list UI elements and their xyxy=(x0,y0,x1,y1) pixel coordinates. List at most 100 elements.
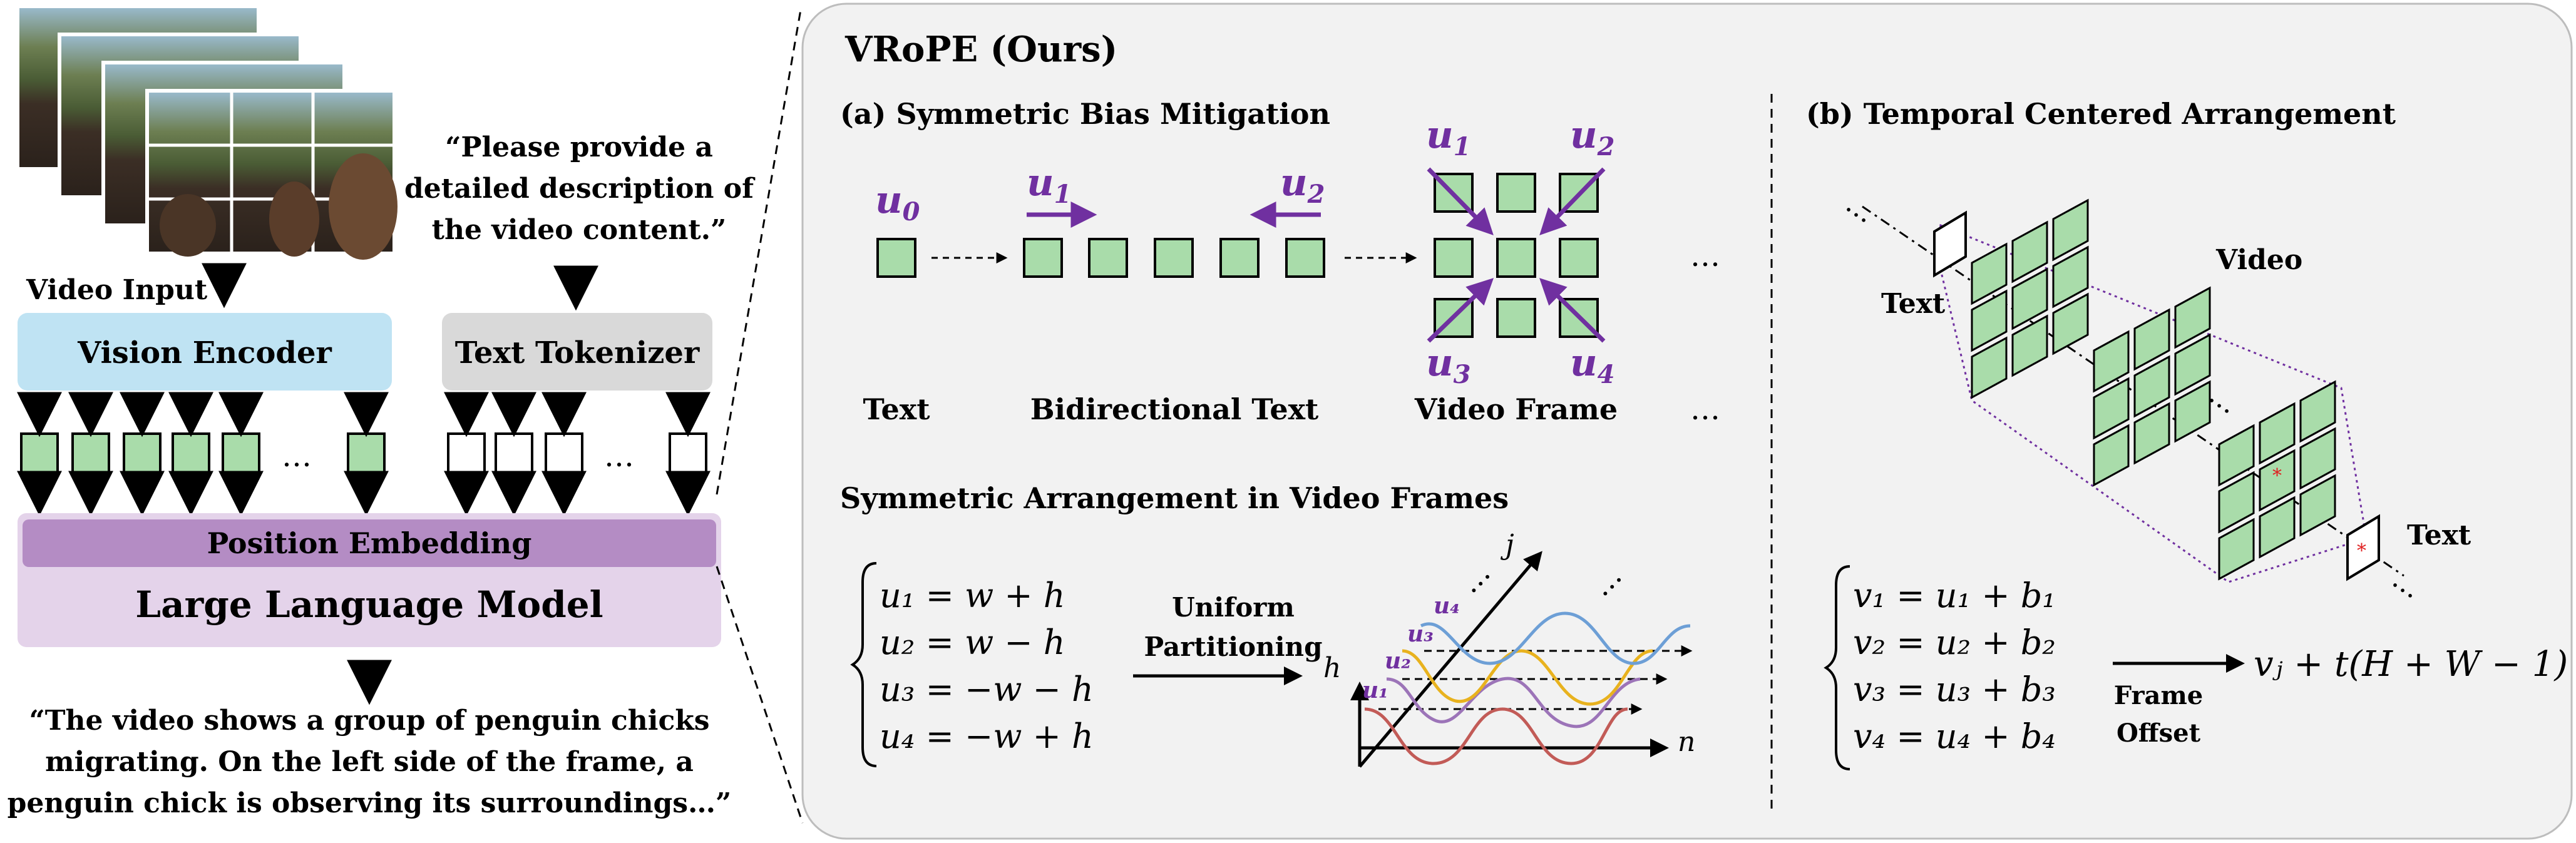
position-embedding-label: Position Embedding xyxy=(207,526,532,560)
right-brace xyxy=(1824,565,1850,770)
u-labels: u0 u1 u2 u1 u2 u3 u4 xyxy=(875,113,1614,389)
frame-offset-label: Frame Offset xyxy=(2114,681,2203,748)
j-axis xyxy=(1358,551,1542,768)
axis-h-label: h xyxy=(1323,652,1341,684)
frame-grid-3 xyxy=(2218,380,2336,581)
position-embedding-box xyxy=(23,519,716,567)
svg-text:u1: u1 xyxy=(1027,161,1071,209)
svg-text:Partitioning: Partitioning xyxy=(1144,631,1323,662)
v-equation: v₂ = u₂ + b₂ xyxy=(1853,623,2056,662)
visual-ellipsis: … xyxy=(282,439,312,474)
token-row: … … xyxy=(17,392,711,516)
label-video-frame: Video Frame xyxy=(1414,392,1618,426)
wave-red xyxy=(1364,707,1628,765)
frame-token xyxy=(1559,238,1599,278)
ellipsis: … xyxy=(1690,392,1720,427)
label-text: Text xyxy=(863,392,931,426)
answer-line: penguin chick is observing its surroundi… xyxy=(8,787,732,819)
visual-token xyxy=(222,432,260,476)
panel-b-title: (b) Temporal Centered Arrangement xyxy=(1806,97,2396,131)
question-line: “Please provide a xyxy=(445,131,713,163)
frame-token xyxy=(1496,298,1536,338)
plot-u-label: u₄ xyxy=(1434,593,1460,619)
u-equation: u₂ = w − h xyxy=(880,623,1065,662)
v-equation: v₃ = u₃ + b₃ xyxy=(1853,670,2056,709)
svg-text:u2: u2 xyxy=(1570,113,1614,161)
uniform-partitioning-label: Uniform Partitioning xyxy=(1144,592,1323,662)
bidirectional-token xyxy=(1154,238,1194,278)
svg-text:*: * xyxy=(2357,540,2366,562)
bidirectional-token xyxy=(1023,238,1063,278)
text-ellipsis: … xyxy=(604,439,634,474)
panel-a-tokens xyxy=(876,173,1599,338)
frame-token xyxy=(1496,173,1536,213)
question-text: “Please provide a detailed description o… xyxy=(404,131,756,246)
frame-grid-2 xyxy=(2093,286,2211,487)
u-equation: u₁ = w + h xyxy=(880,576,1065,615)
temporal-diagram: … … Text Video … * xyxy=(1840,188,2471,605)
visual-token xyxy=(71,432,110,476)
u-equation: u₃ = −w − h xyxy=(880,670,1094,709)
svg-text:u2: u2 xyxy=(1280,161,1325,209)
text-token xyxy=(447,432,486,476)
center-marker: * xyxy=(2272,465,2282,487)
u-equations: u₁ = w + h u₂ = w − h u₃ = −w − h u₄ = −… xyxy=(880,576,1094,756)
symmetric-title: Symmetric Arrangement in Video Frames xyxy=(840,481,1509,515)
u-equation: u₄ = −w + h xyxy=(880,717,1094,756)
label-bidirectional: Bidirectional Text xyxy=(1030,392,1319,426)
video-label: Video xyxy=(2215,244,2302,276)
visual-token xyxy=(123,432,162,476)
text-square-top xyxy=(1933,210,1967,278)
text-square-bottom: * xyxy=(2346,514,2380,581)
text-label-top: Text xyxy=(1881,288,1946,320)
text-token xyxy=(545,432,583,476)
plot-u-label: u₂ xyxy=(1385,648,1411,674)
svg-text:u1: u1 xyxy=(1426,113,1470,161)
v-equations: v₁ = u₁ + b₁ v₂ = u₂ + b₂ v₃ = u₃ + b₃ v… xyxy=(1853,576,2056,756)
plot-u-label: u₃ xyxy=(1407,621,1434,647)
visual-token xyxy=(347,432,386,476)
bidirectional-token xyxy=(1219,238,1260,278)
text-tokenizer-box xyxy=(442,313,712,391)
bidirectional-token xyxy=(1285,238,1325,278)
text-label-bottom: Text xyxy=(2407,519,2471,551)
video-input-label: Video Input xyxy=(26,274,208,306)
text-token xyxy=(669,432,707,476)
zoom-line-top xyxy=(716,6,803,495)
frame-token xyxy=(1496,238,1536,278)
symmetric-plot: j h n … … u₁ u₂ u₃ u₄ xyxy=(1323,529,1695,768)
text-tokenizer-label: Text Tokenizer xyxy=(455,335,700,370)
plot-u-label: u₁ xyxy=(1362,677,1388,703)
answer-line: “The video shows a group of penguin chic… xyxy=(29,705,709,737)
svg-text:u4: u4 xyxy=(1570,341,1614,389)
svg-text:Offset: Offset xyxy=(2117,718,2201,748)
vision-encoder-box xyxy=(18,313,392,391)
visual-token xyxy=(20,432,59,476)
llm-label: Large Language Model xyxy=(135,583,603,626)
left-brace xyxy=(850,562,877,767)
visual-token xyxy=(172,432,210,476)
bidirectional-token xyxy=(1088,238,1128,278)
video-frames-stack xyxy=(16,4,398,260)
svg-text:Uniform: Uniform xyxy=(1172,592,1295,623)
wave-purple xyxy=(1386,677,1641,728)
result-expression: vⱼ + t(H + W − 1) xyxy=(2254,644,2568,685)
wave-orange xyxy=(1402,649,1653,706)
panel-title: VRoPE (Ours) xyxy=(844,29,1117,70)
purple-arrows xyxy=(1027,167,1606,343)
frame-token xyxy=(1434,238,1474,278)
answer-text: “The video shows a group of penguin chic… xyxy=(8,705,732,819)
panel-a-title: (a) Symmetric Bias Mitigation xyxy=(840,97,1330,131)
svg-text:u0: u0 xyxy=(875,178,920,227)
wave-blue xyxy=(1420,611,1691,665)
v-equation: v₁ = u₁ + b₁ xyxy=(1853,576,2056,615)
question-line: detailed description of xyxy=(404,173,756,205)
text-token-a xyxy=(876,238,916,278)
row-labels: Text Bidirectional Text Video Frame xyxy=(863,392,1618,426)
svg-text:Frame: Frame xyxy=(2114,681,2203,710)
svg-text:u3: u3 xyxy=(1426,341,1470,389)
answer-line: migrating. On the left side of the frame… xyxy=(45,746,694,778)
vrope-panel xyxy=(801,3,2573,840)
